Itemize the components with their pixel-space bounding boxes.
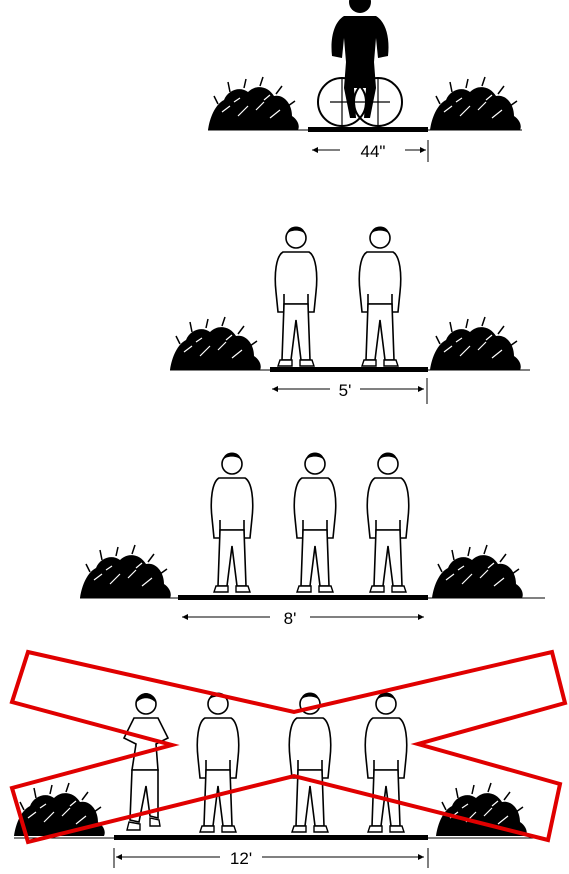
- shrub-right: [436, 783, 527, 836]
- shrub-left: [208, 77, 299, 130]
- walker-figure: [294, 453, 335, 593]
- walker-figure: [211, 453, 252, 593]
- width-label: 8': [284, 609, 297, 628]
- width-label: 5': [339, 381, 352, 400]
- walker-figure: [275, 227, 316, 367]
- row-44-inch: 44": [208, 0, 522, 162]
- walker-figure: [365, 693, 406, 833]
- walker-figure: [367, 453, 408, 593]
- wheelchair-user-figure: [318, 0, 402, 126]
- shrub-right: [430, 77, 521, 130]
- row-8-foot: 8': [80, 453, 545, 629]
- shrub-left: [80, 545, 171, 598]
- path-surface: [308, 127, 428, 132]
- path-surface: [114, 835, 428, 840]
- walker-figure: [197, 693, 238, 833]
- path-surface: [270, 367, 428, 372]
- shrub-right: [430, 317, 521, 370]
- shrub-right: [432, 545, 523, 598]
- path-surface: [178, 595, 428, 600]
- row-12-foot: 12': [12, 652, 565, 868]
- row-5-foot: 5': [170, 227, 530, 405]
- dimension-5-foot: 5': [272, 378, 427, 404]
- dimension-8-foot: 8': [182, 609, 424, 628]
- dimension-44-inch: 44": [312, 140, 428, 162]
- width-label: 12': [230, 849, 252, 868]
- walker-figure: [359, 227, 400, 367]
- width-label: 44": [361, 142, 386, 161]
- dimension-12-foot: 12': [114, 848, 428, 868]
- shrub-left: [170, 317, 261, 370]
